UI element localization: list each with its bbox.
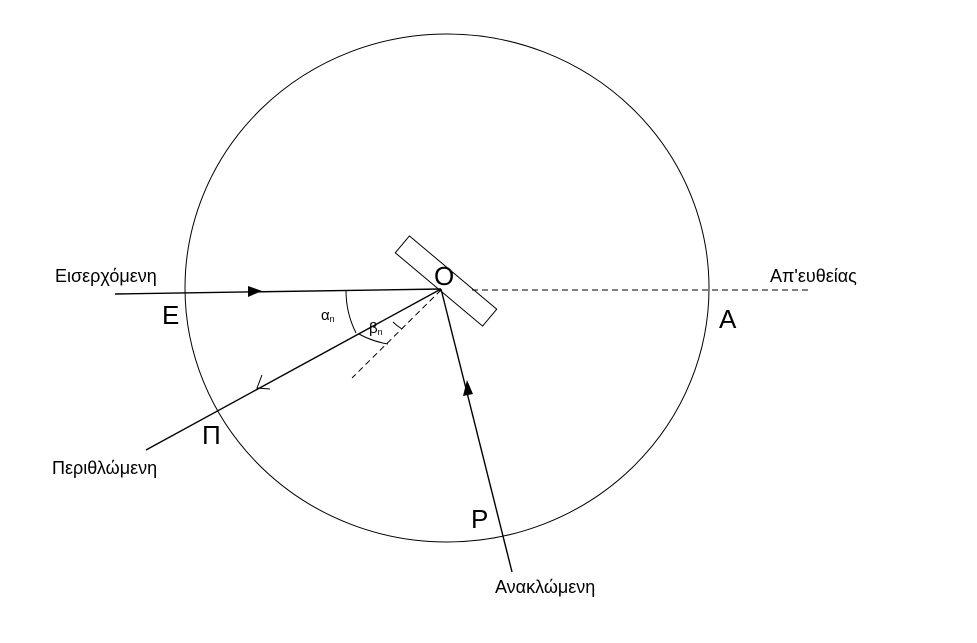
label-point-pi: Π	[202, 420, 221, 450]
label-reflected: Ανακλώμενη	[495, 577, 595, 597]
label-point-e: Ε	[162, 300, 179, 330]
refracted-ray	[145, 288, 442, 451]
protractor-circle	[184, 33, 710, 543]
refracted-arrowhead	[256, 374, 271, 390]
label-refracted: Περιθλώμενη	[52, 458, 157, 478]
label-point-o: Ο	[434, 261, 454, 291]
normal-extension	[351, 289, 442, 379]
label-direct: Απ'ευθείας	[770, 266, 857, 286]
label-beta: βn	[369, 320, 383, 337]
mirror-plate	[394, 235, 498, 327]
incoming-ray	[114, 288, 442, 295]
reflected-ray	[440, 288, 513, 573]
reflected-arrowhead	[463, 380, 473, 396]
label-alpha: αn	[321, 307, 335, 324]
beta-inner-arc	[392, 321, 403, 330]
incoming-arrowhead	[248, 286, 262, 297]
beta-angle-arc	[358, 333, 389, 345]
label-point-r: Ρ	[471, 504, 488, 534]
alpha-angle-arc	[345, 289, 357, 334]
label-incoming: Εισερχόμενη	[55, 266, 157, 286]
label-point-a: Α	[719, 304, 737, 334]
